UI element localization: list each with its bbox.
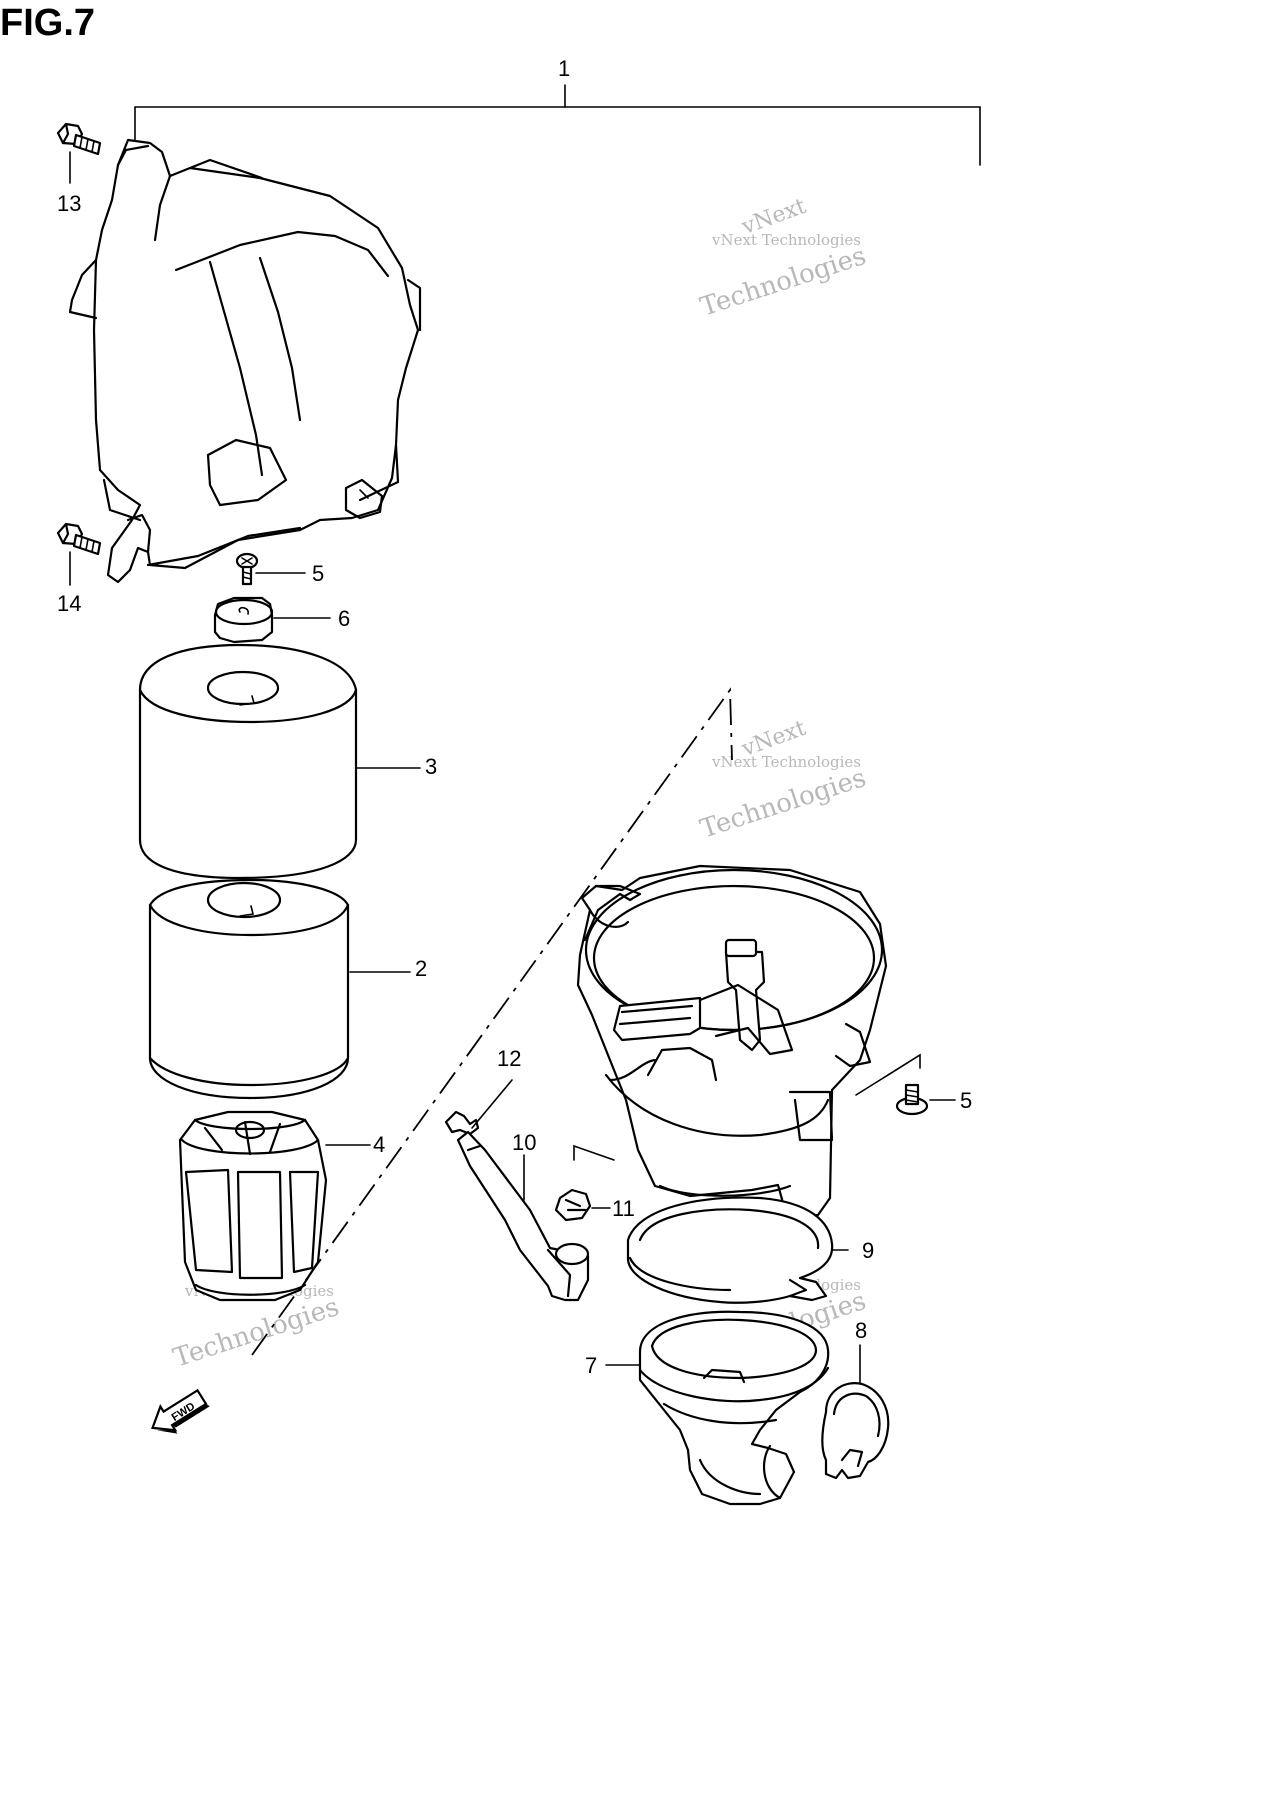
figure-title: FIG.7 <box>0 2 96 44</box>
upper-bolt <box>56 122 102 184</box>
callout-12: 12 <box>497 1046 521 1071</box>
lower-bolt <box>56 522 102 586</box>
small-clip <box>554 1188 611 1222</box>
outer-filter-element <box>138 643 421 880</box>
callout-labels: 1 2 3 4 5 5 6 7 8 9 10 11 12 13 14 <box>57 56 972 1378</box>
watermark-text: vNext Technologies <box>711 753 861 771</box>
fwd-arrow-icon: FWD <box>151 1388 210 1434</box>
hose-clamp <box>821 1344 890 1480</box>
callout-8: 8 <box>855 1318 867 1343</box>
watermark-top-right: vNext Technologies vNext Technologies <box>697 194 870 323</box>
callout-11: 11 <box>612 1196 635 1221</box>
watermark-text: Technologies <box>170 1292 343 1374</box>
callout-7: 7 <box>585 1353 597 1378</box>
callout-6: 6 <box>338 606 350 631</box>
air-cleaner-lower-body <box>576 864 888 1220</box>
callout-2: 2 <box>415 956 427 981</box>
cap-nut <box>213 596 331 644</box>
inlet-funnel <box>605 1310 830 1506</box>
callout-5b: 5 <box>960 1088 972 1113</box>
watermark-text: vNext Technologies <box>711 231 861 249</box>
callout-14: 14 <box>57 591 81 616</box>
drain-hose-group <box>444 1079 615 1302</box>
watermark-text: Technologies <box>697 763 870 845</box>
callout-5a: 5 <box>312 561 324 586</box>
assembly-bracket <box>134 84 981 166</box>
callout-3: 3 <box>425 754 437 779</box>
upper-screw <box>235 552 306 586</box>
callout-4: 4 <box>373 1132 385 1157</box>
watermark-mid-right: vNext Technologies vNext Technologies <box>697 716 870 845</box>
callout-10: 10 <box>512 1130 536 1155</box>
filter-cage <box>178 1110 371 1302</box>
watermark-text: Technologies <box>697 241 870 323</box>
band-clamp <box>626 1196 849 1304</box>
callout-1: 1 <box>558 56 570 81</box>
inner-filter-element <box>148 878 411 1100</box>
air-cleaner-upper-case <box>68 138 422 584</box>
exploded-view-guide <box>251 687 733 1356</box>
callout-9: 9 <box>862 1238 874 1263</box>
callout-13: 13 <box>57 191 81 216</box>
side-screw <box>855 1053 956 1116</box>
